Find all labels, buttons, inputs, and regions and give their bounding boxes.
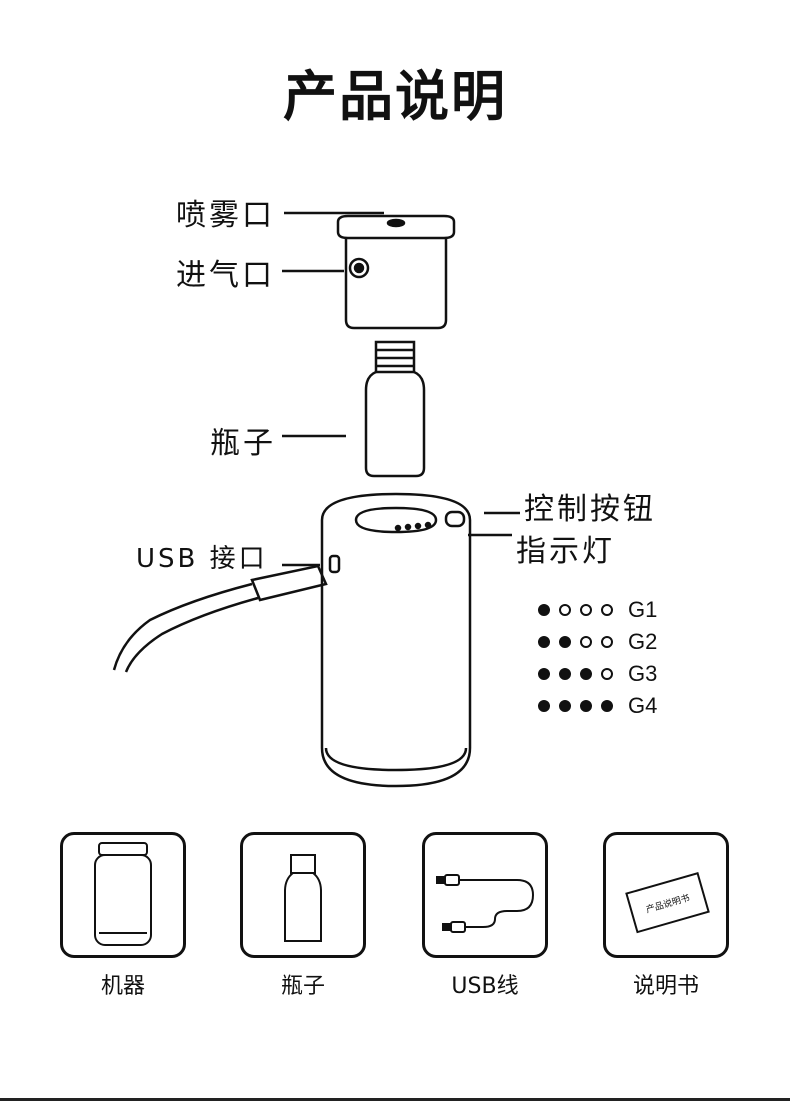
level-row-g4: G4	[538, 693, 657, 719]
level-name: G1	[628, 597, 658, 622]
contents-item-bottle	[240, 832, 366, 958]
manual-icon-text: 产品说明书	[644, 892, 691, 916]
air-inlet-label: 进气口	[176, 258, 275, 293]
indicator-dot-off	[601, 636, 613, 648]
contents-label-usb-cable: USB线	[451, 974, 519, 999]
indicator-dot-off	[601, 668, 613, 680]
indicator-label: 指示灯	[516, 534, 615, 569]
indicator-dot-off	[601, 604, 613, 616]
machine-icon	[94, 842, 152, 946]
bottle-label: 瓶子	[210, 426, 276, 461]
manual-icon: 产品说明书	[625, 871, 710, 934]
usb-port-label: USB 接口	[136, 544, 268, 574]
contents-item-usb-cable	[422, 832, 548, 958]
level-name: G4	[628, 693, 658, 718]
indicator-dot-on	[601, 700, 613, 712]
nozzle-label: 喷雾口	[176, 198, 275, 233]
level-name: G2	[628, 629, 658, 654]
level-name: G3	[628, 661, 658, 686]
indicator-dot-on	[580, 668, 592, 680]
contents-item-manual: 产品说明书	[603, 832, 729, 958]
contents-label-bottle: 瓶子	[280, 974, 325, 999]
level-row-g3: G3	[538, 661, 657, 687]
cable-illustration	[112, 564, 328, 673]
page-title: 产品说明	[283, 65, 507, 128]
indicator-dot-off	[559, 604, 571, 616]
indicator-dot-on	[559, 700, 571, 712]
usb-cable-icon	[436, 874, 535, 933]
indicator-dot-on	[559, 668, 571, 680]
indicator-dot-off	[580, 604, 592, 616]
control-button-label: 控制按钮	[524, 492, 656, 527]
indicator-dot-on	[580, 700, 592, 712]
level-row-g2: G2	[538, 629, 657, 655]
bottle-illustration	[364, 340, 426, 478]
contents-label-manual: 说明书	[632, 974, 699, 999]
nozzle-cap-illustration	[336, 214, 456, 330]
product-exploded-diagram	[112, 211, 520, 788]
indicator-dot-on	[538, 700, 550, 712]
indicator-dot-on	[538, 604, 550, 616]
indicator-dot-on	[559, 636, 571, 648]
contents-label-machine: 机器	[100, 974, 145, 999]
contents-item-machine	[60, 832, 186, 958]
indicator-dot-off	[580, 636, 592, 648]
bottom-divider	[0, 1098, 790, 1101]
indicator-dot-on	[538, 636, 550, 648]
indicator-dot-on	[538, 668, 550, 680]
level-row-g1: G1	[538, 597, 657, 623]
machine-illustration	[320, 492, 472, 788]
bottle-icon	[284, 854, 322, 942]
